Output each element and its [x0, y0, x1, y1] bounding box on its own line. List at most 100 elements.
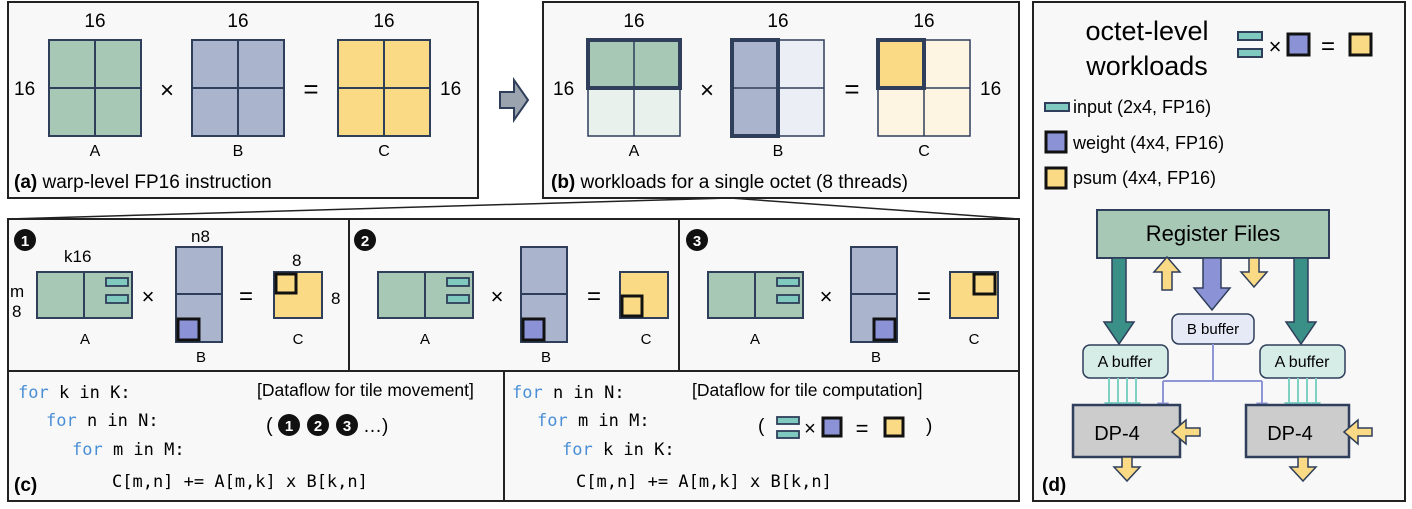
label-c: C: [918, 143, 930, 160]
svg-text:1: 1: [285, 418, 293, 435]
svg-text:(: (: [758, 416, 765, 437]
dp-right-block: [1244, 403, 1351, 459]
matrix-c-highlight: [876, 38, 926, 90]
svg-text:C: C: [293, 331, 304, 348]
svg-text:8: 8: [292, 251, 301, 270]
dim-right: 16: [980, 79, 1001, 100]
right-green-arrow-icon: [1284, 257, 1318, 346]
step-1: 1 k16 n8 m 8 × = 8 8 A B C: [10, 227, 340, 366]
svg-text:×: ×: [491, 284, 504, 309]
weight-swatch-icon: [1044, 130, 1068, 154]
svg-text:=: =: [917, 283, 931, 310]
code-comment: [Dataflow for tile computation]: [692, 380, 923, 400]
psum-out-left-arrow-icon: [1112, 456, 1142, 483]
yellow-up-arrow-icon: [1152, 255, 1182, 291]
code-comment: [Dataflow for tile movement]: [257, 380, 474, 400]
step-3-badge: [686, 229, 708, 251]
panel-b: 16 16 16 16 16 × = A B C (b) workloads f…: [542, 1, 1020, 199]
label-c: C: [378, 143, 390, 160]
a-buffer-left-label: A buffer: [1098, 354, 1154, 371]
yellow-down-arrow-icon: [1239, 257, 1269, 289]
svg-text:): ): [926, 416, 932, 437]
svg-text:×: ×: [1269, 34, 1282, 59]
svg-text:…): …): [363, 416, 388, 437]
dim-left: 16: [14, 79, 35, 100]
a-buffer-right-block: [1259, 344, 1346, 379]
n-label: n8: [191, 227, 210, 246]
register-files-label: Register Files: [1146, 221, 1280, 246]
svg-text:=: =: [1321, 33, 1335, 60]
k-label: k16: [64, 247, 91, 266]
code-tile-movement: for k in K: [Dataflow for tile movement]…: [14, 380, 474, 496]
psum-in-left-arrow-icon: [1170, 418, 1201, 446]
input-swatch-icon: [1044, 102, 1070, 112]
blue-down-arrow-icon: [1192, 257, 1232, 312]
dim-right: 16: [440, 79, 461, 100]
step-3: 3 × = A B C: [686, 229, 999, 366]
panel-d: octet-level workloads × = input (2x4, FP…: [1032, 1, 1406, 502]
right-arrow-icon: [499, 76, 530, 124]
dim-top-c: 16: [373, 11, 394, 32]
panel-d-title-line1: octet-level: [1085, 16, 1208, 46]
svg-text:=: =: [239, 283, 253, 310]
register-files-block: [1096, 209, 1330, 259]
step-1-badge: [14, 229, 36, 251]
m-label: m: [10, 282, 24, 301]
a-buffer-left-block: [1082, 344, 1169, 379]
equals-sign: =: [303, 74, 318, 104]
a-buffer-right-label: A buffer: [1275, 354, 1331, 371]
psum-in-right-arrow-icon: [1342, 418, 1373, 446]
svg-text:8: 8: [331, 289, 340, 308]
m-value: 8: [12, 302, 21, 321]
label-a: A: [629, 143, 640, 160]
psum-out-right-arrow-icon: [1288, 456, 1318, 483]
svg-text:B: B: [541, 349, 551, 366]
svg-text:A: A: [750, 331, 760, 348]
dp-left-block: [1071, 403, 1182, 459]
left-green-arrow-icon: [1102, 257, 1136, 346]
svg-text:×: ×: [804, 418, 816, 440]
dp-right-label: DP-4: [1267, 423, 1313, 445]
svg-text:A: A: [80, 331, 90, 348]
b-broadcast-lines: [1162, 344, 1263, 412]
step-3-number: 3: [693, 233, 701, 250]
svg-text:2: 2: [314, 418, 322, 435]
panel-a: 16 16 16 16 16 × = A B C (a) warp-level …: [7, 1, 479, 199]
code-line-1: for k in K:: [18, 383, 131, 403]
code-line-4: C[m,n] += A[m,k] x B[k,n]: [576, 472, 832, 492]
svg-text:=: =: [587, 283, 601, 310]
label-b: B: [773, 143, 784, 160]
svg-text:B: B: [196, 349, 206, 366]
b-buffer-label: B buffer: [1187, 321, 1239, 338]
dp-left-label: DP-4: [1094, 423, 1140, 445]
svg-text:(: (: [266, 415, 273, 437]
times-sign: ×: [700, 77, 714, 104]
code-line-1: for n in N:: [512, 383, 625, 403]
legend-weight: weight (4x4, FP16): [1072, 133, 1224, 153]
caption-b: (b) workloads for a single octet (8 thre…: [551, 172, 908, 193]
panel-c: 1 k16 n8 m 8 × = 8 8 A B C: [7, 218, 1020, 502]
svg-text:C: C: [641, 331, 652, 348]
code-line-3: for m in M:: [72, 440, 185, 460]
equals-sign: =: [844, 74, 859, 104]
code-line-2: for n in N:: [46, 411, 159, 431]
svg-text:×: ×: [142, 284, 155, 309]
svg-text:×: ×: [820, 284, 833, 309]
svg-text:B: B: [871, 349, 881, 366]
svg-text:A: A: [420, 331, 430, 348]
psum-swatch-icon: [1044, 166, 1068, 190]
label-a: A: [90, 143, 101, 160]
caption-a: (a) warp-level FP16 instruction: [14, 172, 272, 193]
code-line-4: C[m,n] += A[m,k] x B[k,n]: [112, 472, 368, 492]
dim-top-c: 16: [913, 11, 934, 32]
code-line-2: for m in M:: [537, 411, 650, 431]
label-b: B: [233, 143, 244, 160]
dim-left: 16: [553, 79, 574, 100]
step-1-number: 1: [21, 233, 29, 250]
zoom-line-left: [7, 197, 731, 220]
legend: input (2x4, FP16) weight (4x4, FP16) psu…: [1044, 97, 1224, 190]
dim-top-a: 16: [623, 11, 644, 32]
dim-top-b: 16: [227, 11, 248, 32]
dim-top-b: 16: [767, 11, 788, 32]
